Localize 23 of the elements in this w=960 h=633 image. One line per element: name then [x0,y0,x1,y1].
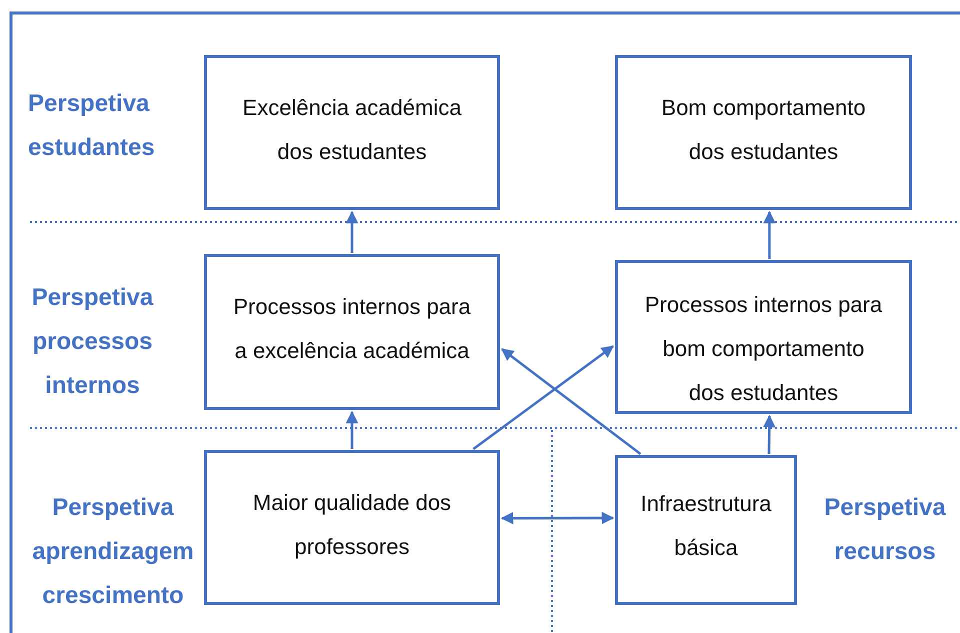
arrow [346,410,358,449]
arrow [346,210,358,253]
box-text: Bom comportamento dos estudantes [660,94,867,166]
arrow [501,348,642,455]
box-text: Excelência académica dos estudantes [242,94,462,166]
arrow [763,414,776,454]
process-box [204,55,500,210]
perspective-label: Perspetiva processos internos [30,283,154,401]
arrow [472,345,614,450]
box-text: Processos internos para a excelência académica [232,293,472,365]
process-box [615,260,912,414]
process-box [204,254,500,410]
box-text: Maior qualidade dos professores [252,489,452,561]
arrow [763,210,776,259]
perspective-label: Perspetiva recursos [823,493,947,567]
arrow [500,512,614,524]
process-box [615,455,797,605]
box-text: Processos internos para bom comportamento dos estudantes [644,291,884,407]
perspective-label: Perspetiva estudantes [28,89,156,163]
perspective-label: Perspetiva aprendizagem crescimento [31,493,195,611]
process-box [204,450,500,605]
box-text: Infraestrutura básica [640,490,772,562]
process-box [615,55,912,210]
